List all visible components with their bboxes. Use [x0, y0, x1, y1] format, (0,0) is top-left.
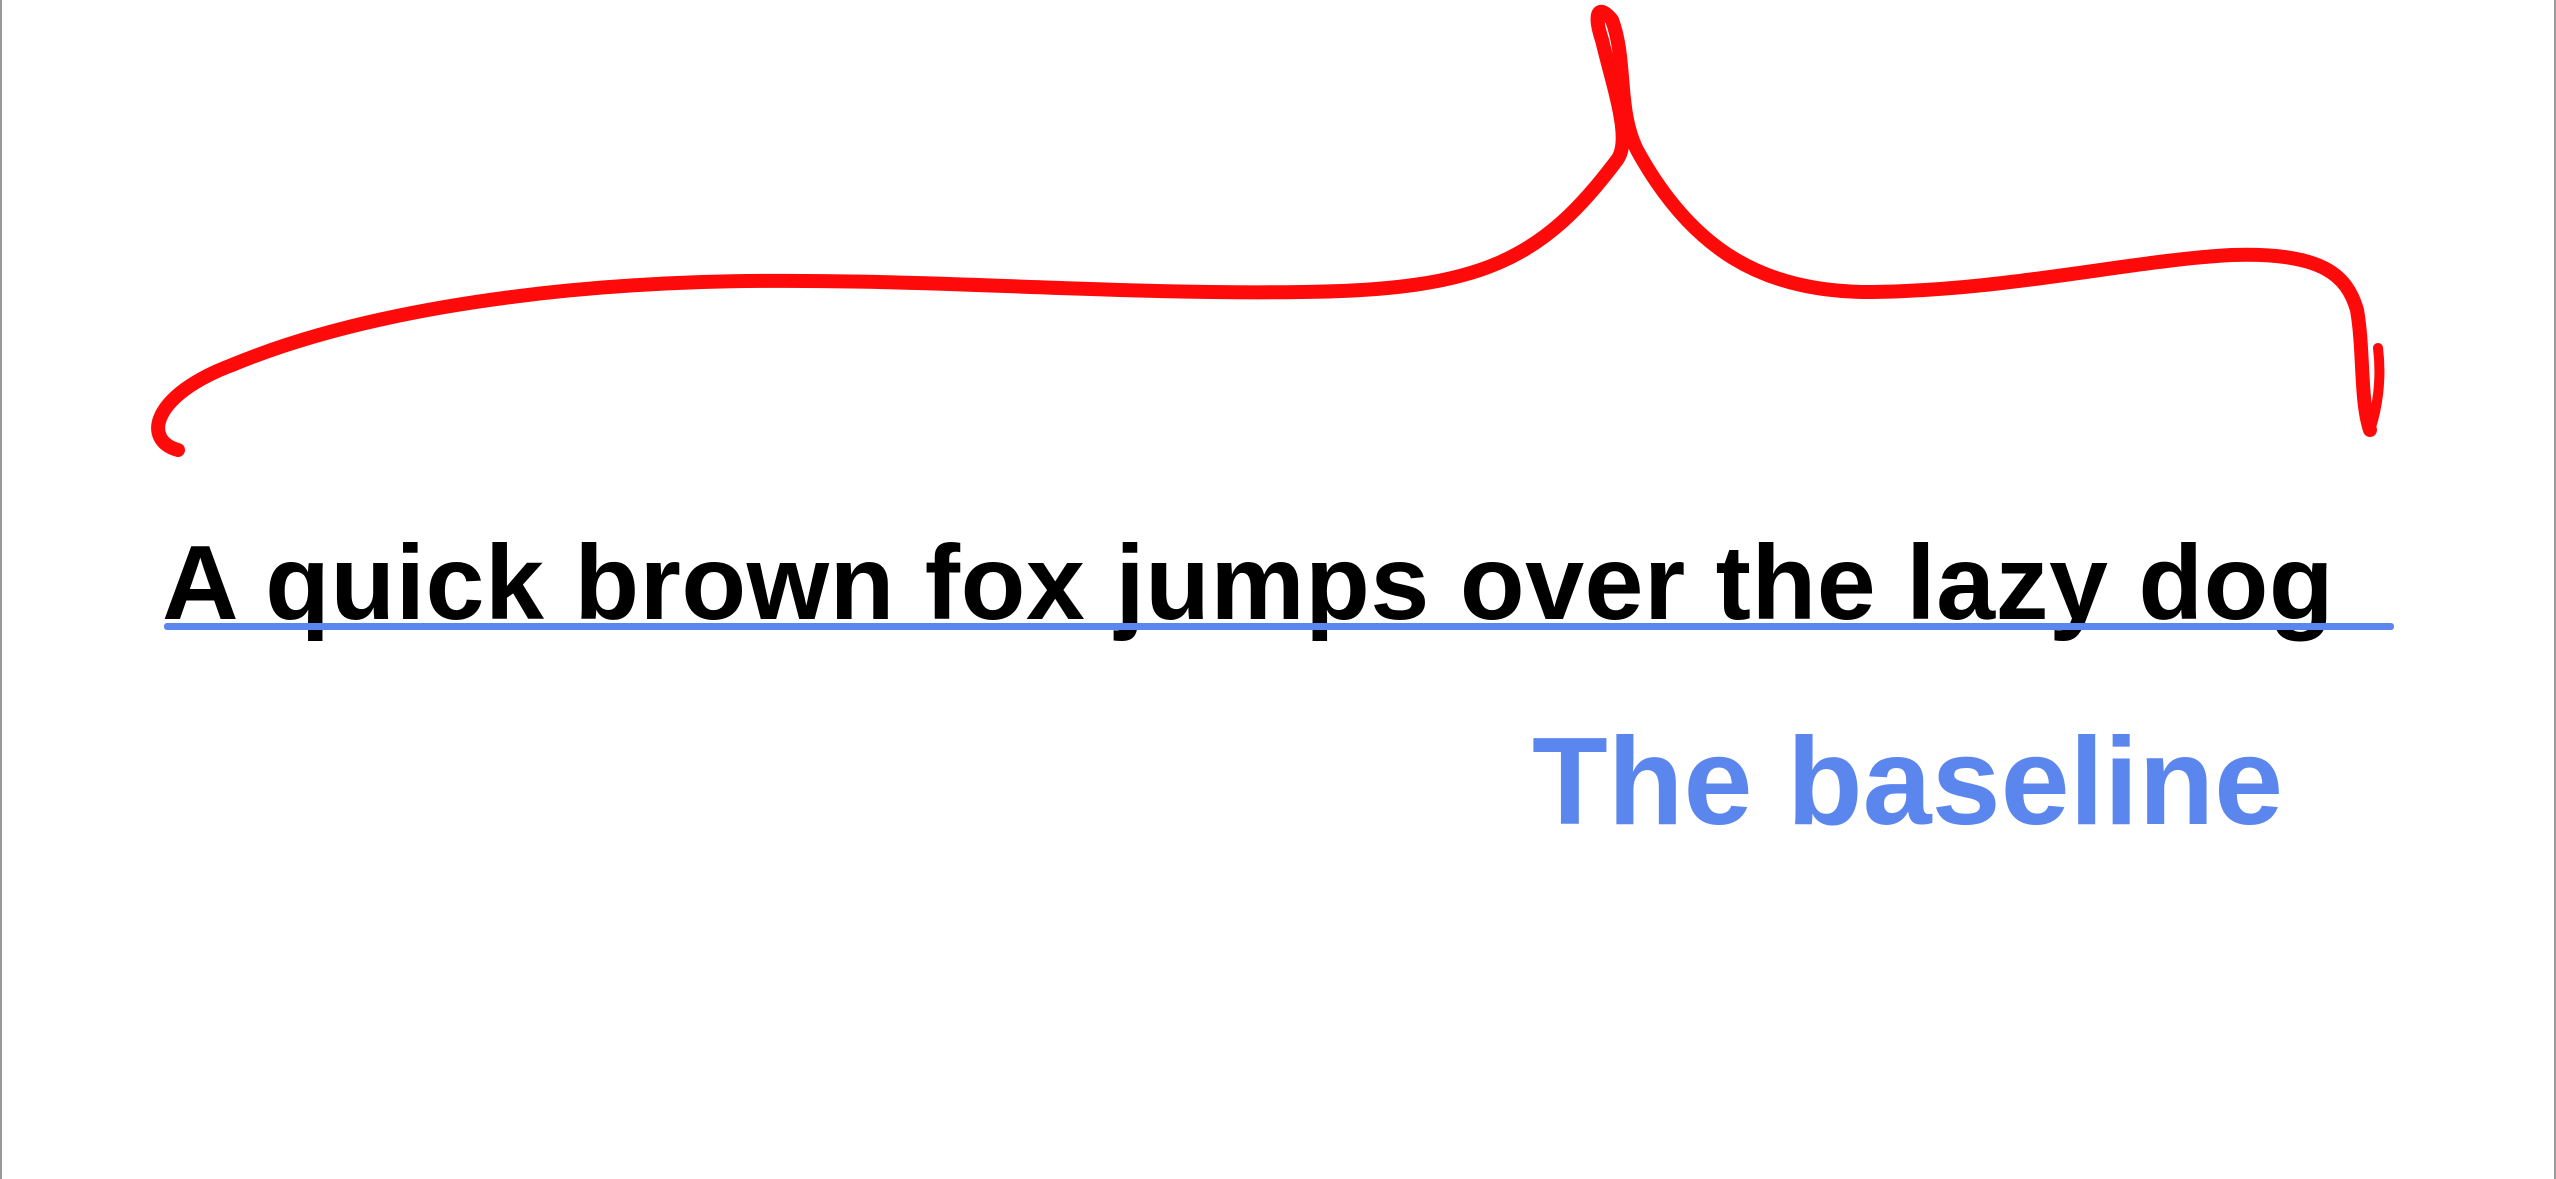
sample-sentence: A quick brown fox jumps over the lazy do… [162, 524, 2335, 642]
baseline-label: The baseline [1532, 713, 2284, 851]
baseline-line [164, 623, 2394, 630]
brace-right-tip [2365, 343, 2385, 435]
brace-stroke [151, 4, 2377, 457]
